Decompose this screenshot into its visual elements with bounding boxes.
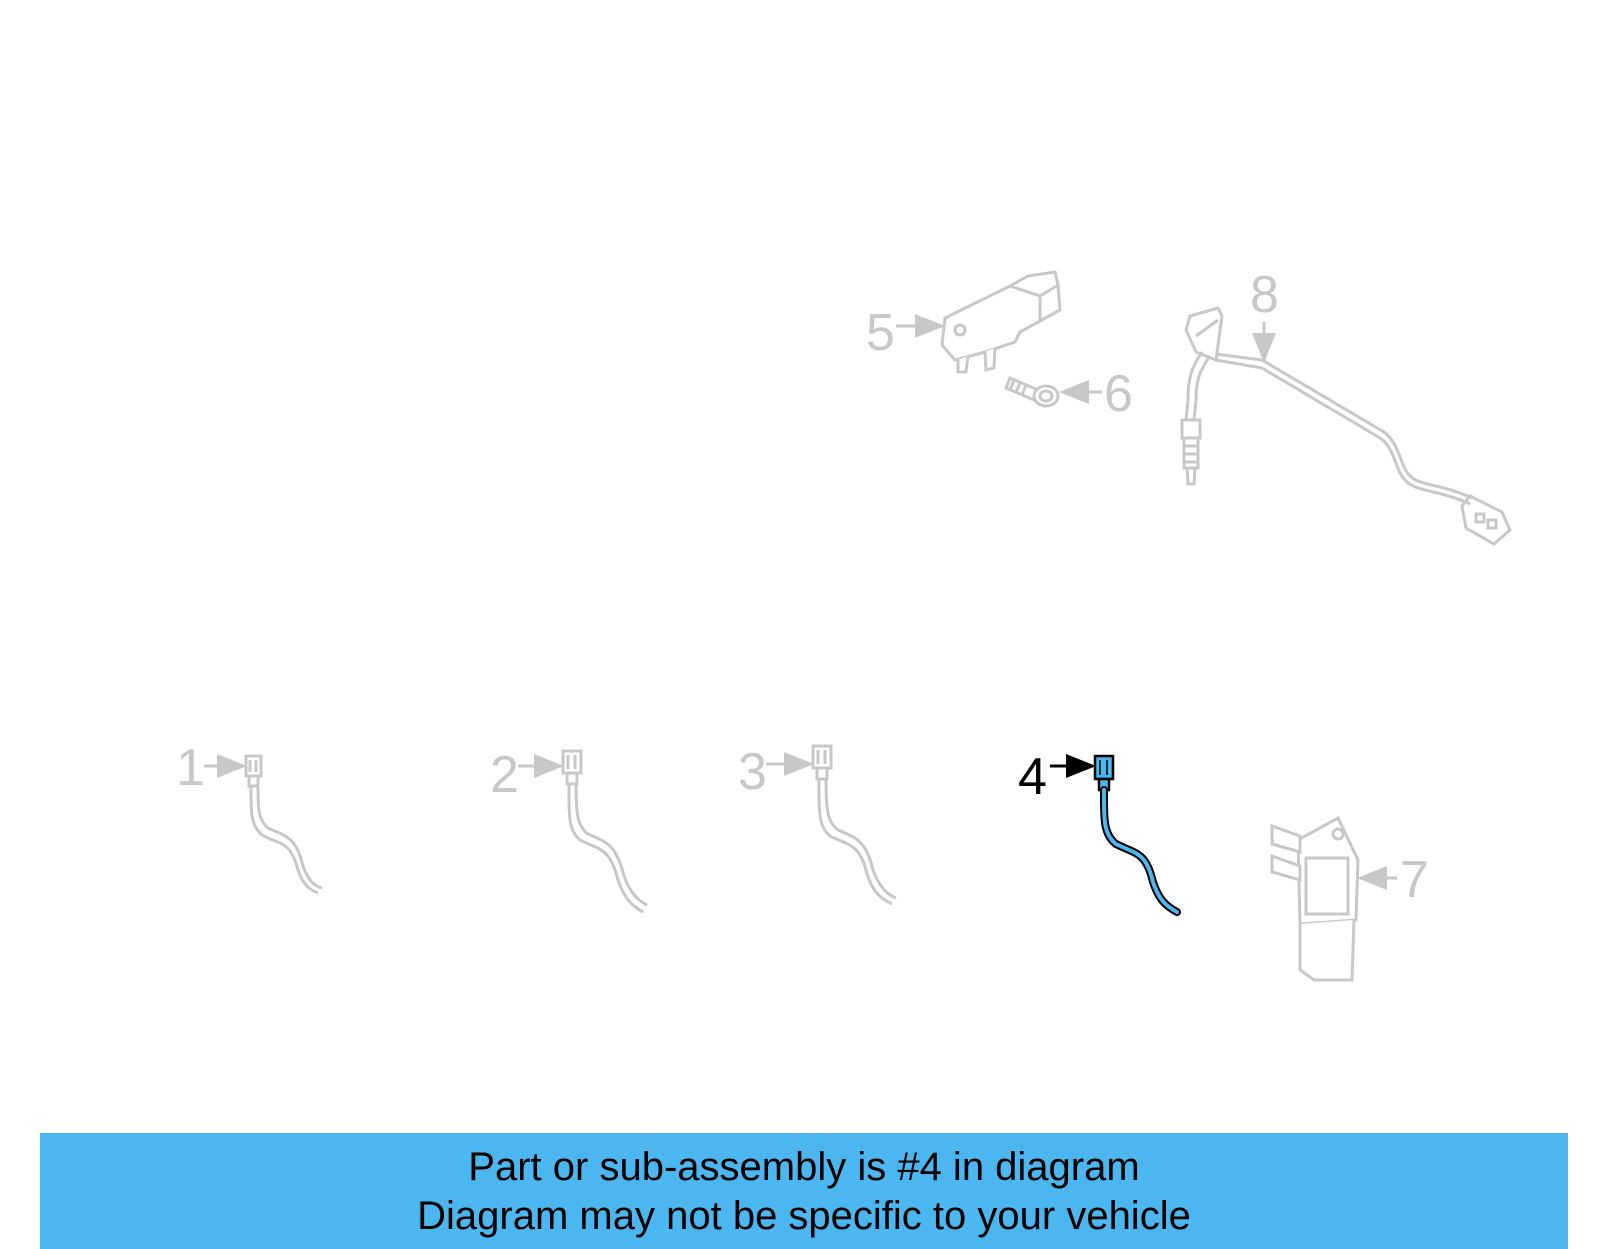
part-3-sensor-lead (811, 744, 897, 906)
svg-text:4: 4 (1018, 748, 1047, 806)
banner-line-disclaimer: Diagram may not be specific to your vehi… (417, 1194, 1191, 1238)
part-1-sensor-lead (244, 754, 323, 895)
callout-6: 6 (1059, 365, 1133, 423)
svg-text:8: 8 (1250, 266, 1279, 324)
svg-text:1: 1 (176, 739, 205, 797)
svg-text:3: 3 (738, 743, 767, 801)
callout-2: 2 (490, 746, 564, 804)
part-4-sensor-lead-highlighted[interactable] (1093, 754, 1181, 916)
info-banner: Part or sub-assembly is #4 in diagram Di… (40, 1133, 1568, 1249)
banner-line-part-number: Part or sub-assembly is #4 in diagram (468, 1145, 1140, 1189)
svg-text:2: 2 (490, 746, 519, 804)
part-6-bolt (1004, 376, 1060, 408)
part-8-oxygen-sensor (1180, 306, 1512, 546)
part-2-sensor-lead (561, 749, 648, 914)
part-5-pressure-sensor (940, 270, 1062, 374)
callout-4: 4 (1018, 748, 1096, 806)
svg-text:6: 6 (1104, 365, 1133, 423)
callout-8: 8 (1250, 266, 1279, 363)
callout-7: 7 (1357, 851, 1429, 909)
svg-text:5: 5 (866, 304, 895, 362)
svg-text:7: 7 (1400, 851, 1429, 909)
callout-5: 5 (866, 304, 945, 362)
callout-3: 3 (738, 743, 814, 801)
part-7-pressure-sensor (1270, 815, 1360, 982)
callout-1: 1 (176, 739, 247, 797)
